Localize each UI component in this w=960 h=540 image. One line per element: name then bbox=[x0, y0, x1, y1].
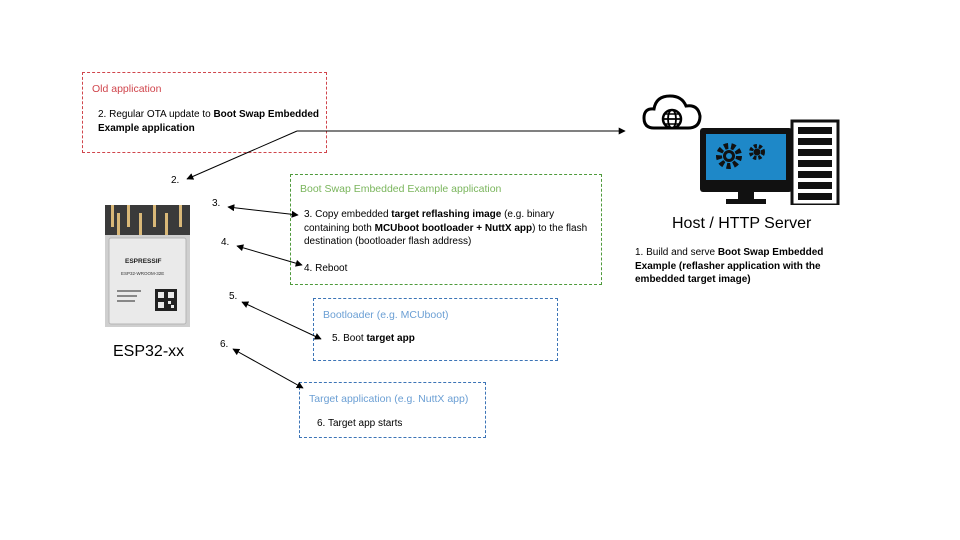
esp32-brand-text: ESPRESSIF bbox=[125, 258, 162, 265]
target-application-title: Target application (e.g. NuttX app) bbox=[309, 393, 469, 405]
boot-swap-embedded-app-title: Boot Swap Embedded Example application bbox=[300, 183, 502, 195]
old-application-title: Old application bbox=[92, 83, 162, 95]
arrow-step4 bbox=[236, 244, 303, 267]
step-label-3: 3. bbox=[212, 198, 221, 209]
arrow-step6 bbox=[232, 348, 304, 389]
arrow-step5 bbox=[241, 301, 322, 340]
host-server-description: 1. Build and serve Boot Swap Embedded Ex… bbox=[635, 247, 824, 285]
esp32-module-icon: ESPRESSIF ESP32-WROOM-32E bbox=[105, 205, 190, 327]
step-label-6: 6. bbox=[220, 339, 229, 350]
host-server-illustration bbox=[642, 94, 840, 205]
step3-text: 3. Copy embedded target reflashing image… bbox=[304, 209, 588, 247]
cloud-globe-icon bbox=[642, 94, 702, 130]
arrow-ota-to-esp bbox=[186, 130, 298, 180]
step5-text: 5. Boot target app bbox=[332, 333, 415, 344]
host-server-title: Host / HTTP Server bbox=[672, 215, 812, 232]
arrow-step3 bbox=[227, 204, 299, 218]
target-application-box: Target application (e.g. NuttX app) 6. T… bbox=[299, 382, 486, 438]
monitor-gears-icon bbox=[700, 128, 792, 204]
server-rack-icon bbox=[790, 119, 840, 205]
old-application-step-text: 2. Regular OTA update to Boot Swap Embed… bbox=[98, 109, 320, 134]
step-label-5: 5. bbox=[229, 291, 238, 302]
step6-text: 6. Target app starts bbox=[317, 418, 403, 429]
boot-swap-embedded-app-box: Boot Swap Embedded Example application 3… bbox=[290, 174, 602, 285]
bootloader-box: Bootloader (e.g. MCUboot) 5. Boot target… bbox=[313, 298, 558, 361]
step-label-2: 2. bbox=[171, 175, 180, 186]
old-application-box: Old application 2. Regular OTA update to… bbox=[82, 72, 327, 153]
esp32-model-text: ESP32-WROOM-32E bbox=[121, 271, 164, 276]
bootloader-title: Bootloader (e.g. MCUboot) bbox=[323, 309, 449, 321]
esp32-label: ESP32-xx bbox=[113, 343, 185, 360]
step4-text: 4. Reboot bbox=[304, 263, 348, 274]
step-label-4: 4. bbox=[221, 237, 230, 248]
